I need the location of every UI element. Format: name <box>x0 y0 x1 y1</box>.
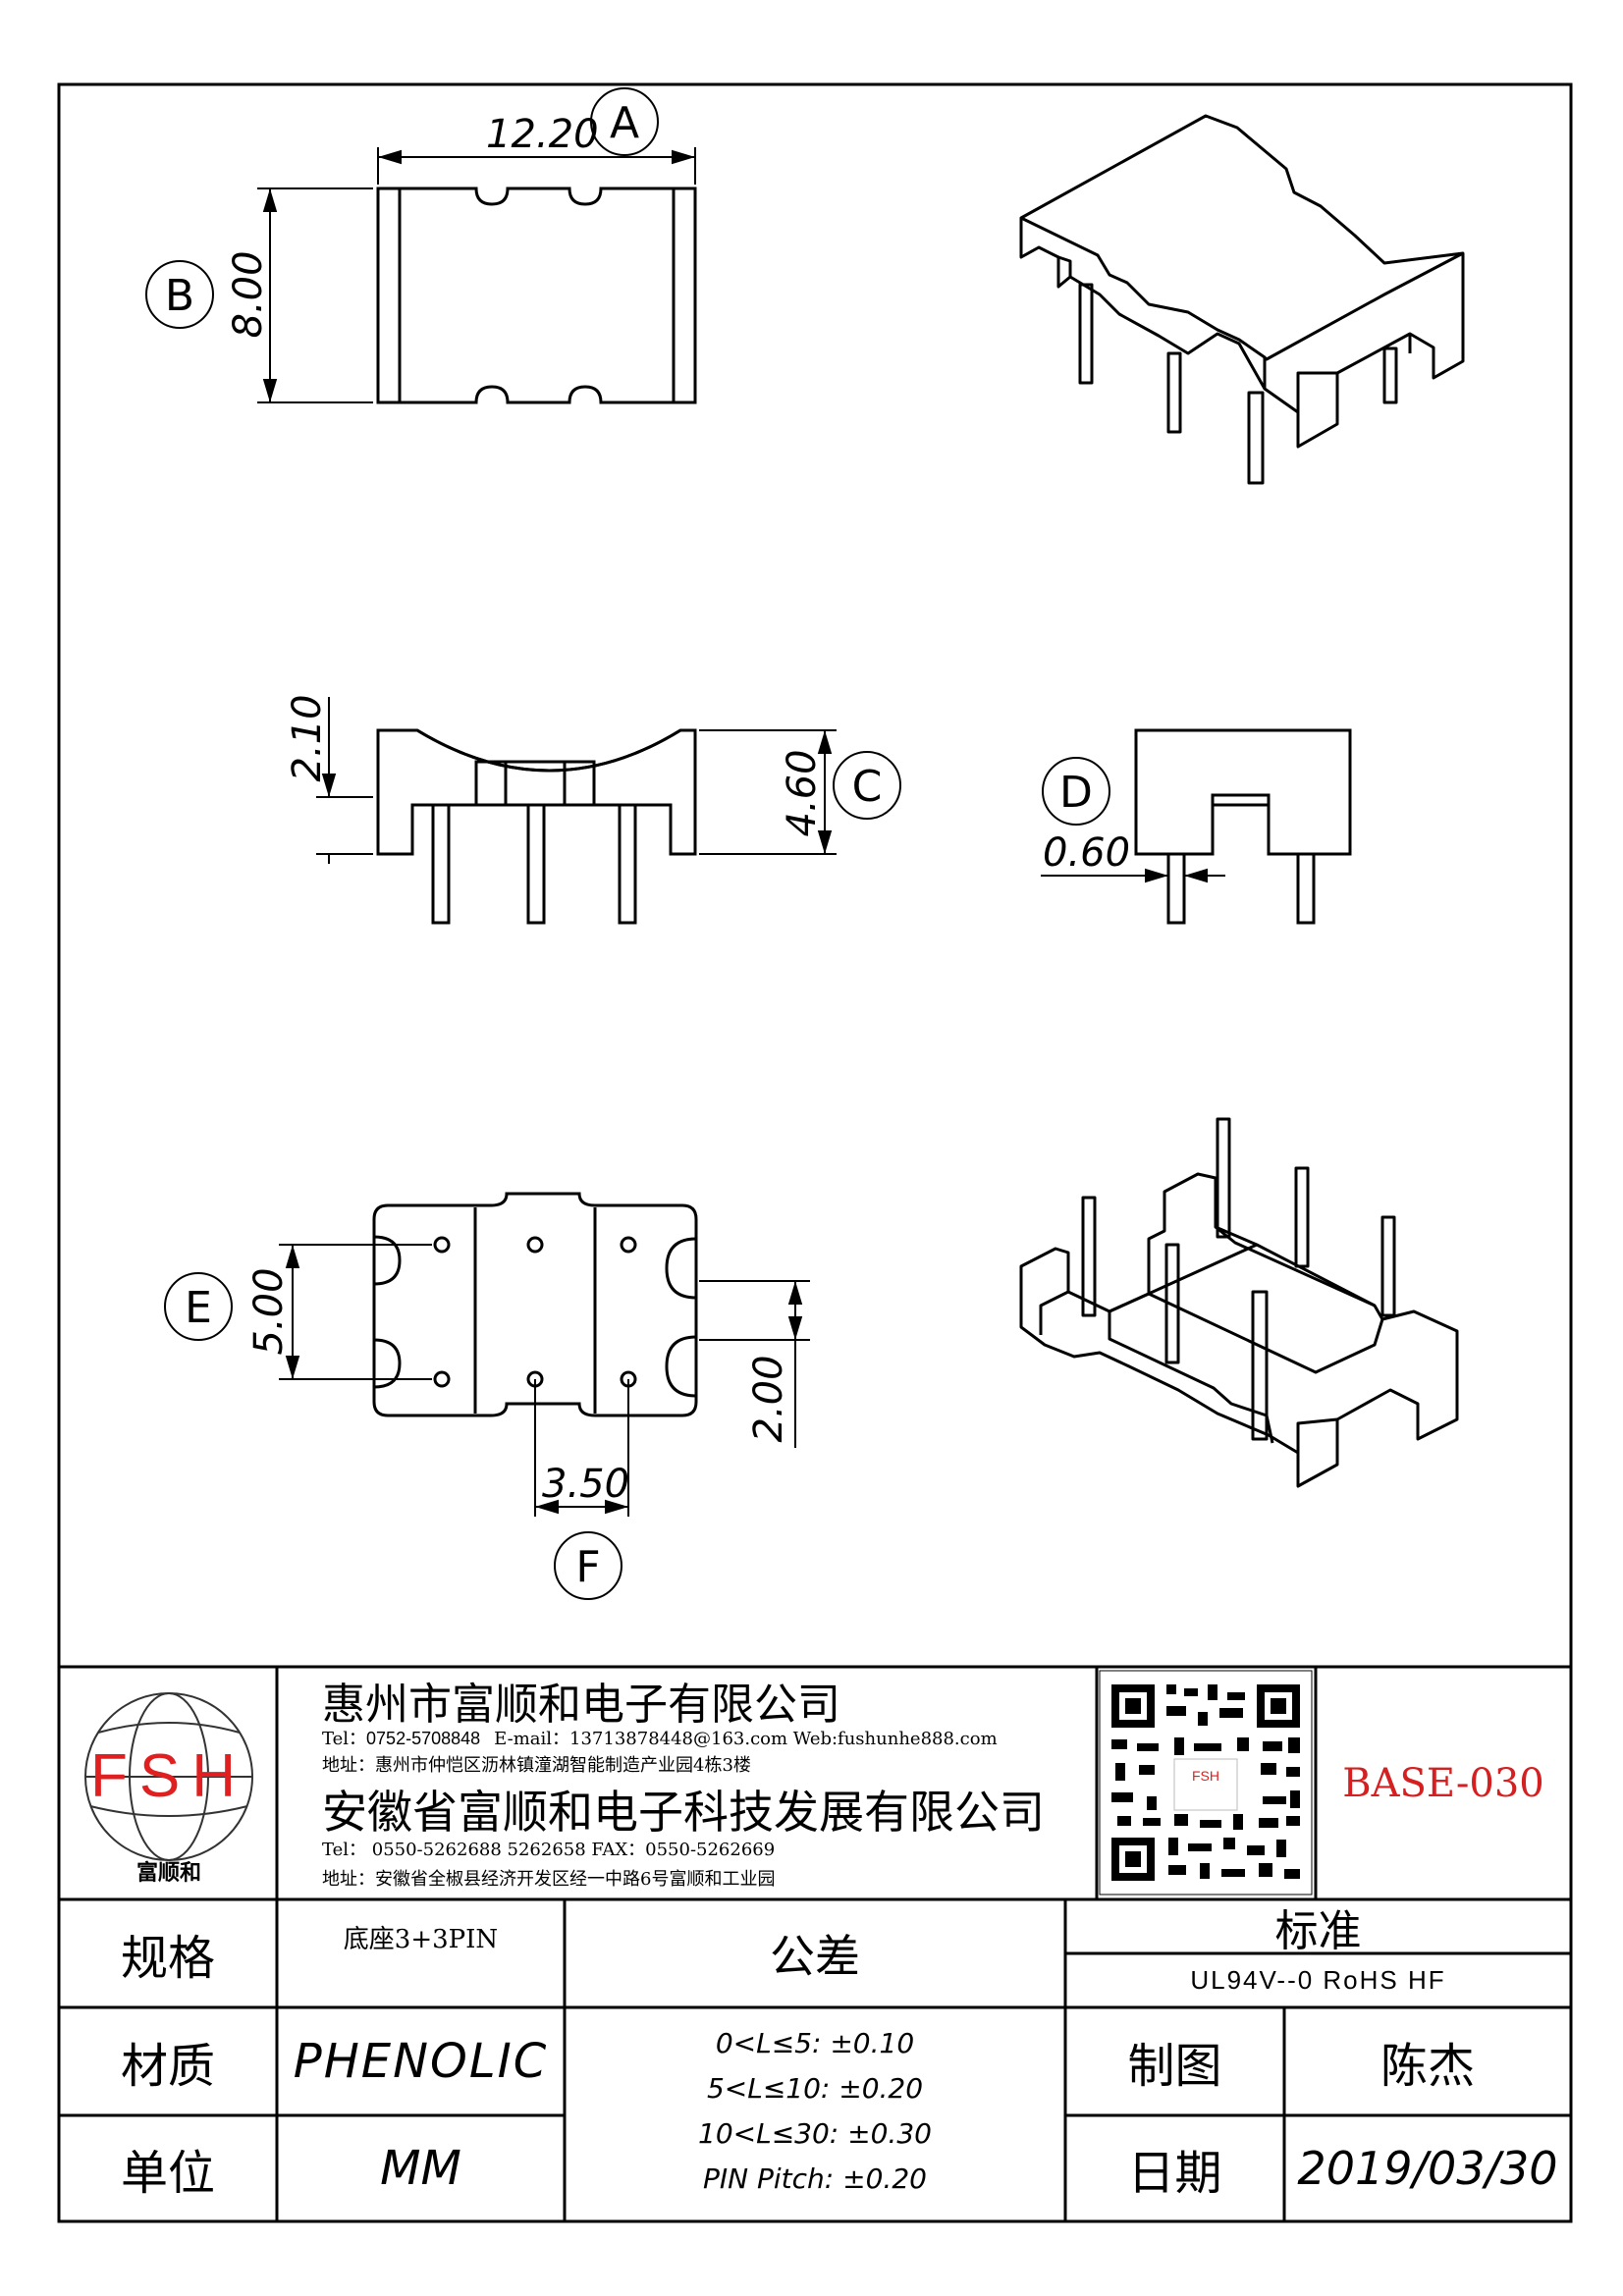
tolerance-line: 10<L≤30: ±0.30 <box>698 2117 932 2150</box>
unit-label: 单位 <box>120 2146 215 2201</box>
dim-b-letter: B <box>165 271 194 321</box>
spec-value: 底座3+3PIN <box>343 1924 499 1954</box>
dim-a-letter: A <box>610 98 639 148</box>
company1-name: 惠州市富顺和电子有限公司 <box>322 1680 840 1730</box>
part-number: BASE-030 <box>1342 1760 1544 1806</box>
dim-d-value: 0.60 <box>1043 830 1130 876</box>
date-value: 2019/03/30 <box>1297 2142 1558 2195</box>
company1-phone: 0752-5708848 <box>366 1729 481 1748</box>
dim-c-letter: C <box>852 762 883 812</box>
dim-e-letter: E <box>185 1283 212 1333</box>
tolerance-line: 0<L≤5: ±0.10 <box>715 2027 915 2059</box>
logo-caption: 富顺和 <box>136 1860 201 1886</box>
dim-f-letter: F <box>575 1542 600 1592</box>
dim-b-value: 8.00 <box>226 250 271 338</box>
company2-contact: Tel： 0550-5262688 5262658 FAX：0550-52626… <box>322 1840 776 1860</box>
dim-e-value: 5.00 <box>246 1267 292 1355</box>
side-view <box>376 728 697 925</box>
dimension-lines-ab <box>145 87 696 403</box>
company1-contact: Tel：0752-5708848 E-mail：13713878448@163.c… <box>322 1725 998 1750</box>
standard-value: UL94V--0 RoHS HF <box>1190 1965 1446 1995</box>
tolerance-list: 0<L≤5: ±0.10 5<L≤10: ±0.20 10<L≤30: ±0.3… <box>565 2027 1065 2208</box>
top-view <box>376 187 697 404</box>
dim-f-value: 3.50 <box>542 1462 629 1507</box>
drawn-label: 制图 <box>1127 2039 1222 2094</box>
company1-contact-prefix: Tel： <box>322 1729 367 1749</box>
dim-c-value2: 2.10 <box>285 694 330 781</box>
unit-value: MM <box>380 2141 461 2196</box>
iso-view-bottom <box>1019 1117 1459 1488</box>
company2-address: 地址：安徽省全椒县经济开发区经一中路6号富顺和工业园 <box>322 1869 776 1890</box>
date-label: 日期 <box>1127 2146 1222 2201</box>
company2-name: 安徽省富顺和电子科技发展有限公司 <box>322 1786 1045 1839</box>
end-view <box>1134 728 1352 925</box>
dim-e-value2: 2.00 <box>746 1355 791 1442</box>
spec-label: 规格 <box>120 1931 215 1986</box>
dim-c-value: 4.60 <box>780 749 825 836</box>
dim-a-value: 12.20 <box>486 112 599 157</box>
logo-text: FSH <box>90 1742 247 1810</box>
material-label: 材质 <box>120 2039 215 2094</box>
logo-globe-icon <box>84 1692 253 1861</box>
tolerance-label: 公差 <box>770 1930 860 1983</box>
sheet-border <box>57 82 1573 2223</box>
qr-label: FSH <box>1192 1768 1219 1784</box>
company1-address: 地址：惠州市仲恺区沥林镇潼湖智能制造产业园4栋3楼 <box>322 1755 751 1776</box>
dimension-lines-c <box>316 697 901 864</box>
drawn-value: 陈杰 <box>1380 2039 1475 2094</box>
dimension-lines-ef <box>164 1244 810 1600</box>
iso-view-top <box>1019 114 1465 485</box>
tolerance-line: PIN Pitch: ±0.20 <box>703 2163 927 2195</box>
bottom-view <box>372 1192 698 1417</box>
dim-d-letter: D <box>1059 768 1093 818</box>
tolerance-line: 5<L≤10: ±0.20 <box>706 2072 924 2105</box>
standard-label: 标准 <box>1274 1905 1362 1956</box>
company1-contact-rest: E-mail：13713878448@163.com Web:fushunhe8… <box>494 1729 998 1749</box>
qr-code-icon <box>1099 1670 1313 1896</box>
material-value: PHENOLIC <box>293 2034 549 2089</box>
title-block-grid <box>59 1667 1571 2221</box>
dimension-lines-d <box>1041 757 1225 883</box>
